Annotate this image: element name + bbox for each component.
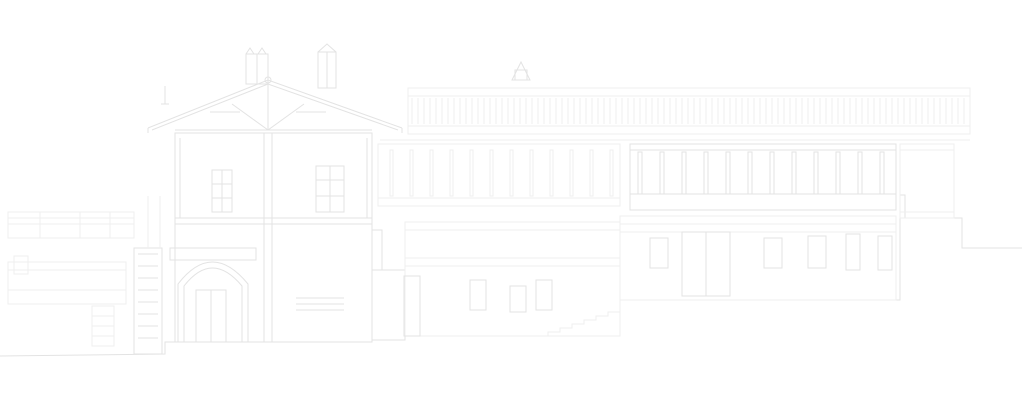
left-wing-upper xyxy=(7,211,135,239)
gallery-column xyxy=(747,151,753,195)
gallery-column xyxy=(549,149,554,197)
gallery-column xyxy=(449,149,454,197)
gallery-column xyxy=(569,149,574,197)
gallery-column xyxy=(637,151,643,195)
house-walls xyxy=(174,132,373,343)
gallery-column xyxy=(791,151,797,195)
upper-gallery-right xyxy=(629,143,897,211)
lower-windows xyxy=(403,231,893,337)
gallery-column xyxy=(529,149,534,197)
left-tower xyxy=(133,247,163,355)
chimney-left xyxy=(245,47,269,85)
roof-truss xyxy=(175,84,372,134)
upper-gallery-left xyxy=(377,143,621,207)
gallery-column xyxy=(509,149,514,197)
roof-ridge-post xyxy=(161,86,169,105)
gallery-column xyxy=(589,149,594,197)
gallery-column xyxy=(703,151,709,195)
gallery-column xyxy=(879,151,885,195)
gallery-column xyxy=(681,151,687,195)
gallery-column xyxy=(429,149,434,197)
left-parapet xyxy=(147,196,161,248)
gallery-column xyxy=(609,149,614,197)
upper-window-left xyxy=(211,169,233,213)
gallery-column xyxy=(835,151,841,195)
gallery-column xyxy=(409,149,414,197)
right-wing-roof xyxy=(380,87,971,141)
tower-block-right xyxy=(899,143,955,219)
gallery-column xyxy=(389,149,394,197)
chimney-right xyxy=(317,43,337,89)
ground-line xyxy=(0,194,1022,357)
stairway xyxy=(547,311,620,336)
upper-window-right xyxy=(315,165,345,213)
gallery-column xyxy=(813,151,819,195)
gallery-column xyxy=(725,151,731,195)
lower-wing-left xyxy=(404,221,621,337)
left-wing-lower xyxy=(7,255,127,347)
chimney-far xyxy=(511,60,531,81)
gallery-columns xyxy=(389,149,885,197)
gallery-column xyxy=(469,149,474,197)
gallery-column xyxy=(857,151,863,195)
gallery-column xyxy=(659,151,665,195)
gallery-column xyxy=(769,151,775,195)
gallery-column xyxy=(489,149,494,197)
lower-room-detail xyxy=(296,229,405,311)
arched-doorway xyxy=(169,247,257,343)
lower-wing-right xyxy=(619,215,897,301)
roof-tile-lines xyxy=(411,98,965,124)
